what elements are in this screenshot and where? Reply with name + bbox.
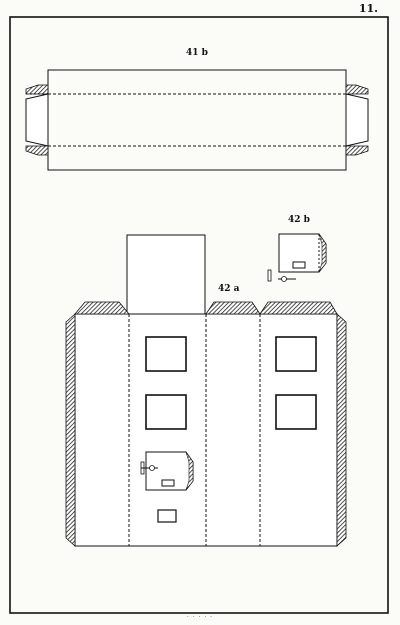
window bbox=[275, 336, 317, 372]
lever-piece bbox=[267, 269, 272, 282]
strip-41b bbox=[47, 69, 347, 171]
roof-flap bbox=[205, 301, 261, 315]
roof-flap bbox=[74, 301, 130, 315]
glue-hatch bbox=[336, 313, 347, 547]
window bbox=[145, 394, 187, 430]
footer-mark: · · · · · bbox=[186, 614, 214, 621]
glue-hatch bbox=[345, 84, 369, 95]
lever-piece bbox=[149, 465, 155, 471]
glue-flap-right bbox=[345, 93, 369, 147]
sheet-border bbox=[9, 16, 389, 614]
label-42a: 42 a bbox=[218, 284, 240, 294]
glue-hatch bbox=[25, 145, 49, 156]
glue-hatch bbox=[65, 313, 76, 547]
window-small bbox=[292, 261, 306, 269]
inner-box bbox=[145, 451, 194, 491]
window bbox=[275, 394, 317, 430]
glue-hatch bbox=[345, 145, 369, 156]
door-slot bbox=[157, 509, 177, 523]
part-42b: 42 b bbox=[267, 215, 327, 282]
part-42a: 42 a bbox=[65, 234, 347, 547]
window bbox=[145, 336, 187, 372]
window-small bbox=[161, 479, 175, 487]
glue-hatch bbox=[185, 451, 194, 491]
glue-flap-left bbox=[25, 93, 49, 147]
roof-flap bbox=[259, 301, 338, 315]
glue-hatch bbox=[25, 84, 49, 95]
label-41b: 41 b bbox=[186, 48, 208, 58]
top-tab bbox=[126, 234, 206, 316]
part-41b: 41 b bbox=[25, 48, 369, 171]
lever-piece bbox=[281, 276, 287, 282]
label-42b: 42 b bbox=[288, 215, 310, 225]
page-number: 11. bbox=[358, 2, 378, 15]
